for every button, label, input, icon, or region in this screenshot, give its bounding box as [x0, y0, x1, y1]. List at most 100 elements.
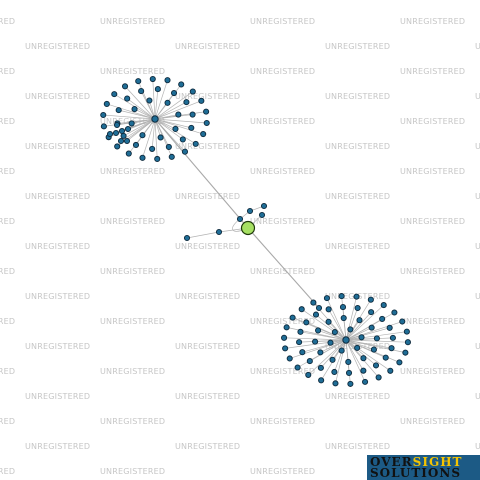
leaf-node [338, 293, 345, 300]
edge-line [142, 118, 156, 158]
leaf-node [353, 293, 360, 300]
leaf-node [281, 334, 288, 341]
watermark-text: UNREGISTERED [0, 317, 15, 326]
watermark-text: UNREGISTERED [475, 192, 480, 201]
watermark-text: UNREGISTERED [100, 367, 165, 376]
leaf-node [298, 306, 305, 313]
leaf-node [135, 78, 142, 85]
watermark-text: UNREGISTERED [175, 442, 240, 451]
watermark-text: UNREGISTERED [400, 117, 465, 126]
logo-top-line: OVERSIGHT [370, 456, 462, 468]
leaf-node [164, 77, 171, 84]
watermark-text: UNREGISTERED [25, 242, 90, 251]
edge-line [118, 109, 156, 120]
leaf-node [331, 368, 338, 376]
watermark-text: UNREGISTERED [400, 267, 465, 276]
hub-node [151, 115, 159, 123]
edge-line [126, 118, 156, 142]
leaf-node [310, 299, 317, 306]
leaf-node [339, 304, 347, 311]
watermark-text: UNREGISTERED [250, 417, 315, 426]
edge-line [154, 114, 193, 120]
leaf-node [198, 97, 205, 104]
leaf-node [138, 88, 145, 95]
edge-line [320, 339, 347, 369]
edge-line [154, 114, 179, 120]
leaf-node [345, 358, 352, 365]
watermark-text: UNREGISTERED [325, 42, 390, 51]
edge-line [154, 118, 207, 124]
leaf-node [260, 202, 268, 210]
leaf-node [387, 367, 394, 374]
watermark-text: UNREGISTERED [475, 392, 480, 401]
watermark-text: UNREGISTERED [0, 467, 15, 476]
watermark-text: UNREGISTERED [175, 92, 240, 101]
leaf-node [305, 371, 312, 378]
leaf-node [165, 143, 172, 150]
edge-line [103, 114, 156, 120]
watermark-text: UNREGISTERED [100, 167, 165, 176]
leaf-node [368, 309, 375, 316]
leaf-node [331, 329, 338, 336]
watermark-text: UNREGISTERED [100, 317, 165, 326]
leaf-node [118, 127, 126, 135]
watermark-text: UNREGISTERED [175, 392, 240, 401]
leaf-node [312, 338, 319, 345]
leaf-node [382, 354, 389, 361]
leaf-node [106, 130, 114, 138]
watermark-text: UNREGISTERED [0, 167, 15, 176]
leaf-node [396, 359, 403, 366]
watermark-text: UNREGISTERED [475, 292, 480, 301]
watermark-text: UNREGISTERED [250, 67, 315, 76]
watermark-text: UNREGISTERED [175, 242, 240, 251]
leaf-node [183, 234, 191, 242]
bridge-edge-line [154, 118, 249, 229]
leaf-node [354, 304, 361, 312]
leaf-node [391, 309, 398, 316]
edge-line [315, 314, 347, 341]
leaf-node [188, 124, 195, 131]
leaf-node [373, 335, 380, 342]
leaf-node [179, 136, 186, 143]
watermark-text: UNREGISTERED [325, 142, 390, 151]
watermark-text: UNREGISTERED [0, 367, 15, 376]
leaf-node [358, 334, 365, 341]
edge-line [154, 91, 194, 120]
watermark-text: UNREGISTERED [400, 67, 465, 76]
watermark-text: UNREGISTERED [25, 92, 90, 101]
leaf-node [117, 137, 125, 145]
leaf-node [139, 154, 146, 161]
leaf-node [164, 99, 171, 106]
watermark-text: UNREGISTERED [475, 92, 480, 101]
watermark-text: UNREGISTERED [250, 217, 315, 226]
edge-line [154, 118, 184, 140]
leaf-node [375, 374, 382, 381]
leaf-node [120, 132, 127, 139]
watermark-text: UNREGISTERED [25, 42, 90, 51]
leaf-node [327, 339, 334, 346]
edge-line [154, 101, 187, 120]
leaf-node [323, 295, 330, 302]
edge-line [302, 339, 347, 353]
leaf-node [360, 355, 367, 362]
watermark-text: UNREGISTERED [100, 17, 165, 26]
leaf-node [286, 355, 293, 362]
edge-line [154, 100, 202, 120]
watermark-text: UNREGISTERED [0, 417, 15, 426]
edge-line [154, 118, 158, 159]
watermark-text: UNREGISTERED [325, 442, 390, 451]
leaf-node [100, 123, 107, 130]
leaf-node [386, 324, 393, 331]
leaf-node [149, 145, 156, 152]
edge-line [154, 89, 159, 120]
edge-line [140, 90, 156, 120]
watermark-text: UNREGISTERED [175, 192, 240, 201]
watermark-text: UNREGISTERED [100, 217, 165, 226]
leaf-node [189, 88, 196, 95]
watermark-text: UNREGISTERED [175, 142, 240, 151]
leaf-node [297, 328, 304, 335]
leaf-node [203, 119, 210, 127]
watermark-text: UNREGISTERED [100, 67, 165, 76]
watermark-layer: UNREGISTERED UNREGISTERED UNREGISTERED UNRE… [0, 17, 480, 476]
